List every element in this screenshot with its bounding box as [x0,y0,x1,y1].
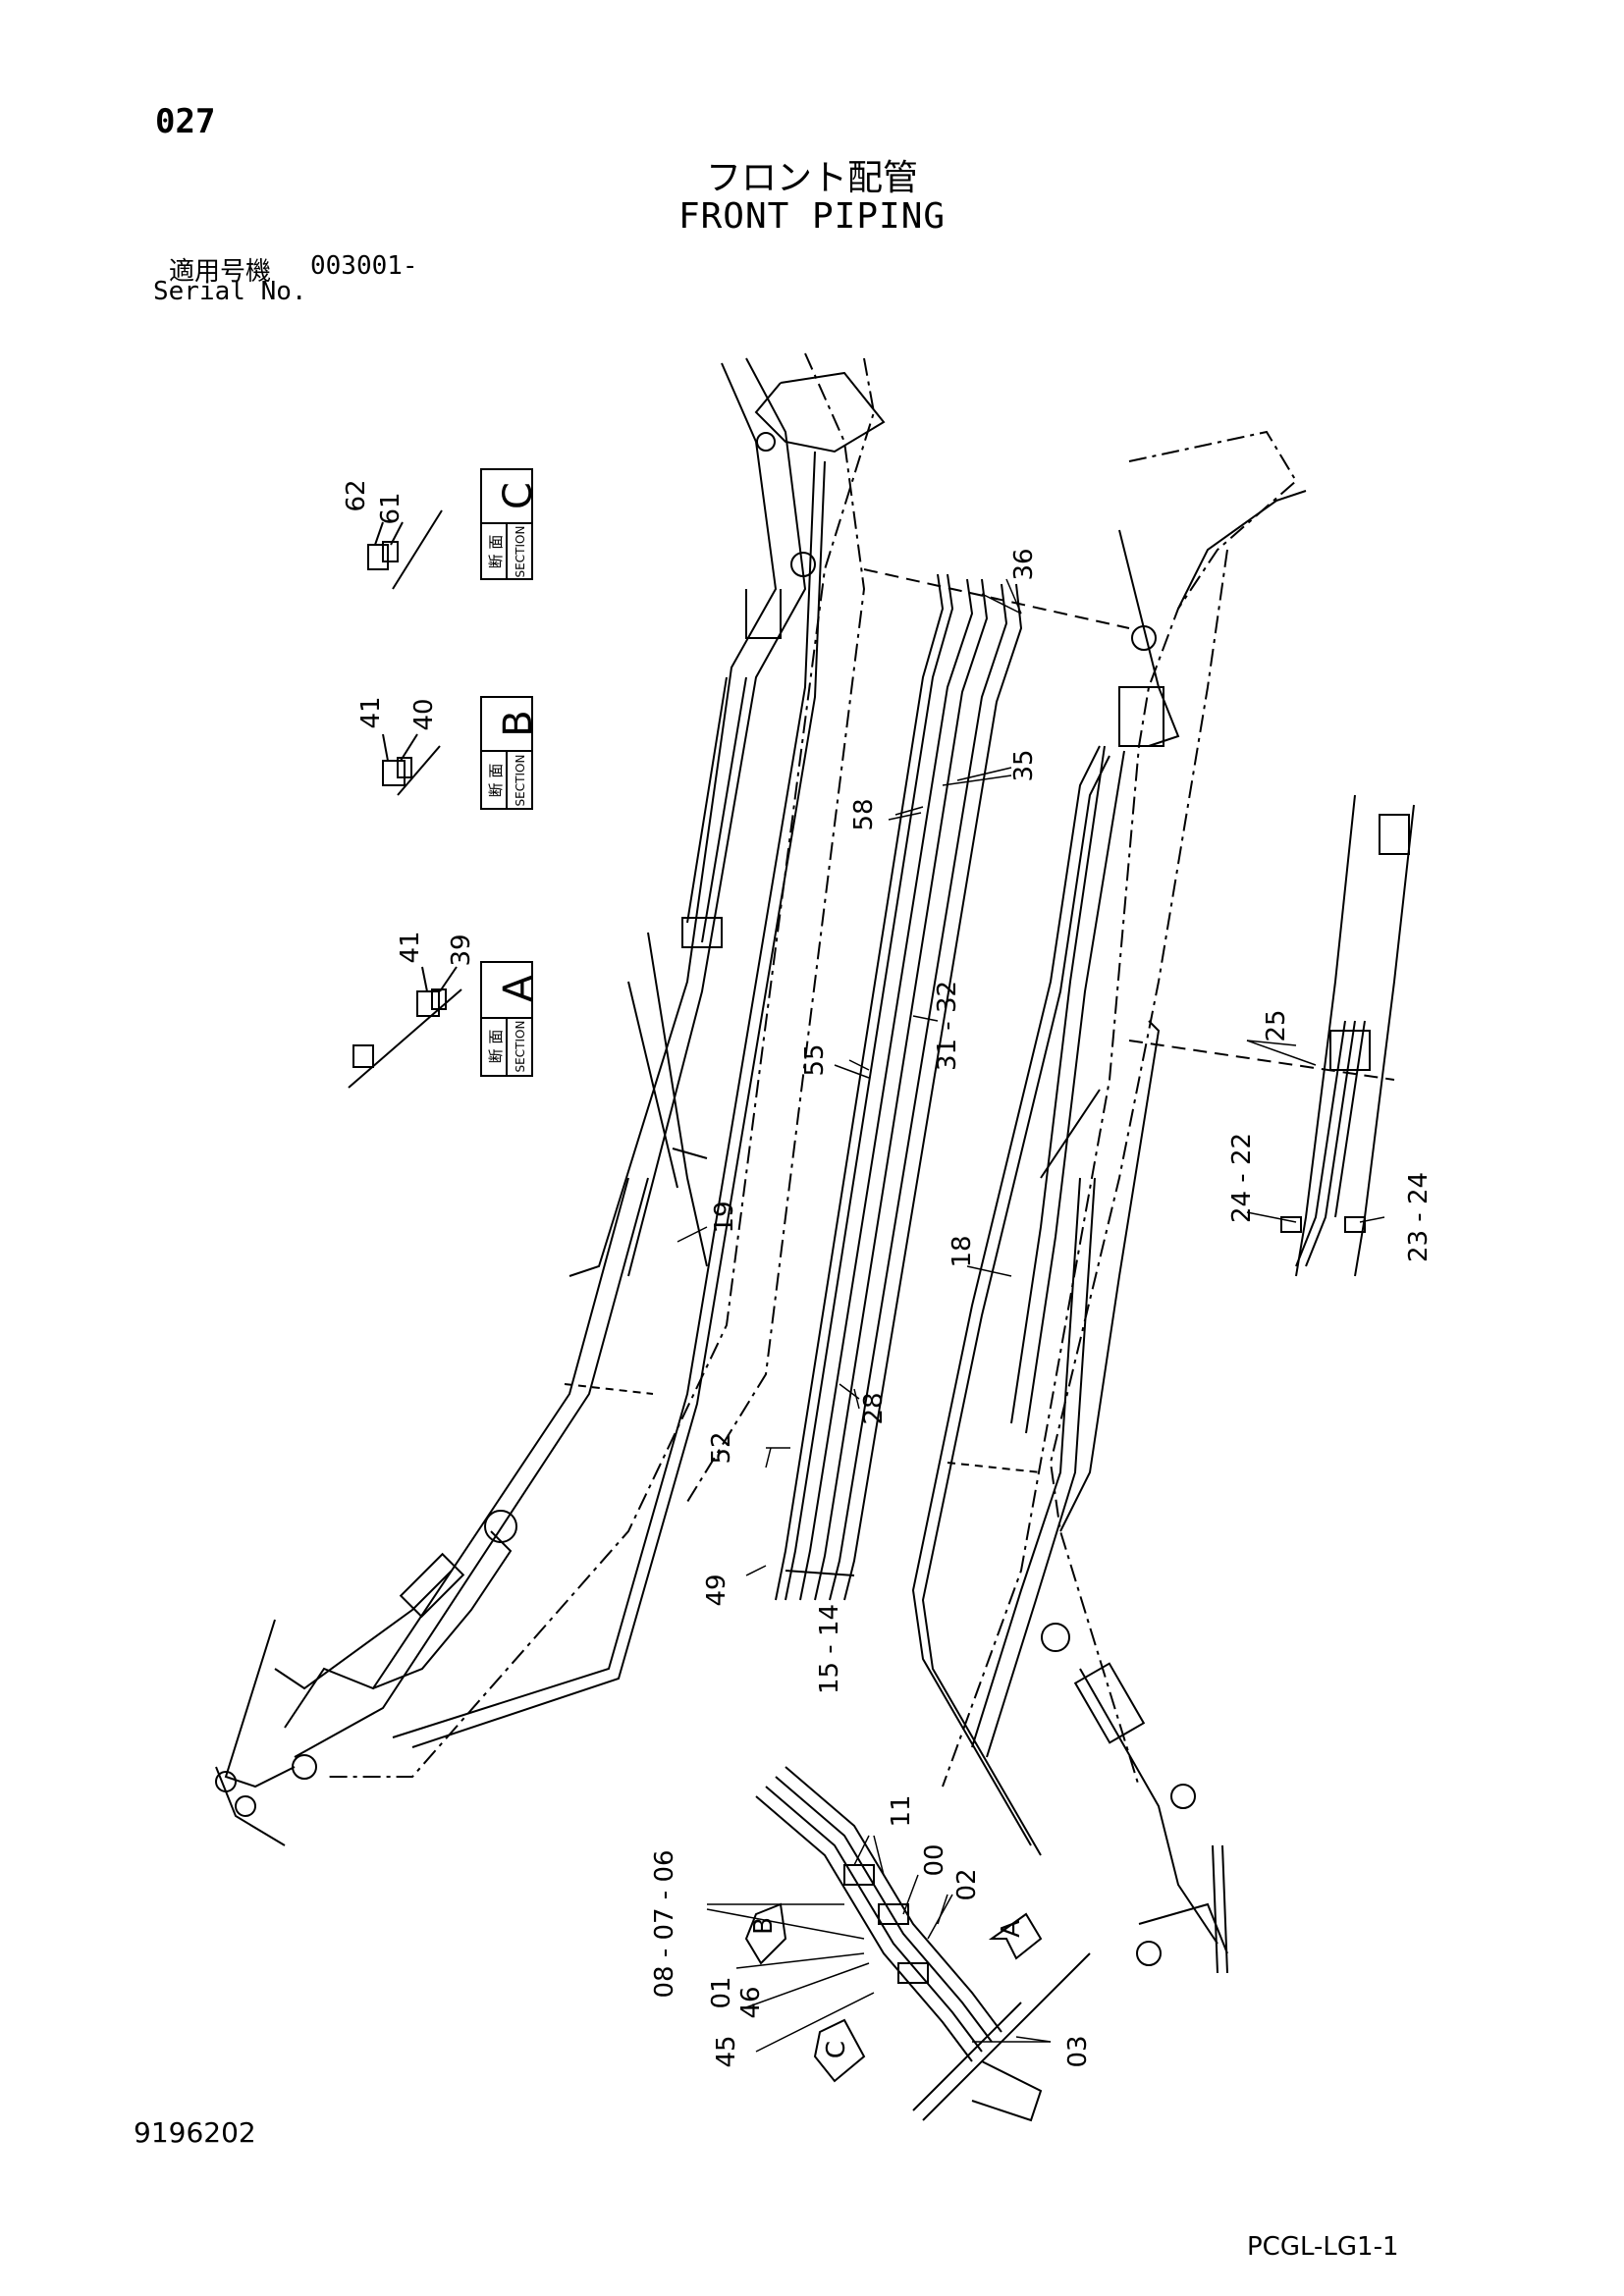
callout-55: 55 [800,1043,830,1076]
callout-23-24: 23 - 24 [1404,1172,1434,1262]
callout-24-22: 24 - 22 [1227,1133,1257,1223]
right-arm [911,430,1307,1974]
section-a-jp: 断 面 [487,1030,505,1064]
view-arrow-a-label: A [997,1920,1026,1938]
callout-49: 49 [702,1574,731,1606]
section-a-letter: A [496,975,541,1002]
section-c-jp: 断 面 [487,535,505,569]
bottom-connection-detail [755,1766,1091,2122]
right-cylinder-detail [1128,794,1415,1277]
serial-range: 003001- [310,251,418,281]
callout-58: 58 [849,798,879,830]
callout-00: 00 [920,1843,949,1876]
callout-15-14: 15 - 14 [815,1604,844,1694]
view-arrow-a: A [988,1912,1043,1960]
center-piping [775,568,1130,1601]
view-arrow-b: B [744,1902,787,1965]
callout-25: 25 [1262,1009,1291,1041]
callout-36: 36 [1009,548,1039,580]
callout-19: 19 [710,1201,739,1233]
page-number: 027 [155,102,216,141]
section-b-letter: B [496,710,541,736]
section-c-en: SECTION [514,526,527,578]
section-a-en: SECTION [514,1021,527,1073]
callout-01: 01 [707,1976,736,2008]
callout-52: 52 [707,1431,736,1464]
drawing-number: 9196202 [134,2116,256,2149]
callout-28: 28 [859,1392,889,1424]
serial-label-english: Serial No. [153,277,307,306]
title-english: FRONT PIPING [677,196,947,237]
callout-40: 40 [409,698,439,730]
view-arrow-c-label: C [822,2041,851,2058]
callout-39: 39 [447,934,476,966]
callout-18: 18 [947,1235,977,1267]
callout-08-07-06: 08 - 07 - 06 [650,1849,679,1998]
leader-lines [677,578,1385,2053]
section-b-jp: 断 面 [487,764,505,798]
view-arrow-b-label: B [749,1917,779,1935]
catalog-code: PCGL-LG1-1 [1247,2232,1399,2262]
callout-02: 02 [952,1868,982,1900]
callout-62: 62 [342,479,371,511]
section-c-letter: C [496,482,541,509]
callout-31-32: 31 - 32 [933,981,962,1071]
section-b-view: B 断 面 SECTION 41 40 [356,696,541,810]
callout-46: 46 [736,1986,766,2018]
left-boom [215,352,886,1846]
callout-03: 03 [1063,2035,1093,2067]
callout-45: 45 [712,2035,741,2067]
callout-61: 61 [376,492,406,524]
callout-41-a: 41 [396,931,425,963]
serial-label-japanese: 適用号機 [169,257,272,287]
title-japanese: フロント配管 [705,158,918,198]
callout-41-b: 41 [356,696,386,728]
section-b-en: SECTION [514,755,527,807]
section-c-view: C 断 面 SECTION 62 61 [342,468,541,590]
section-a-view: A 断 面 SECTION 41 39 [348,931,541,1089]
callout-11: 11 [887,1794,916,1827]
callout-labels: 36 35 58 31 - 32 55 19 18 28 52 49 15 - … [650,548,1434,2067]
view-arrow-c: C [813,2018,866,2083]
callout-35: 35 [1009,749,1039,781]
